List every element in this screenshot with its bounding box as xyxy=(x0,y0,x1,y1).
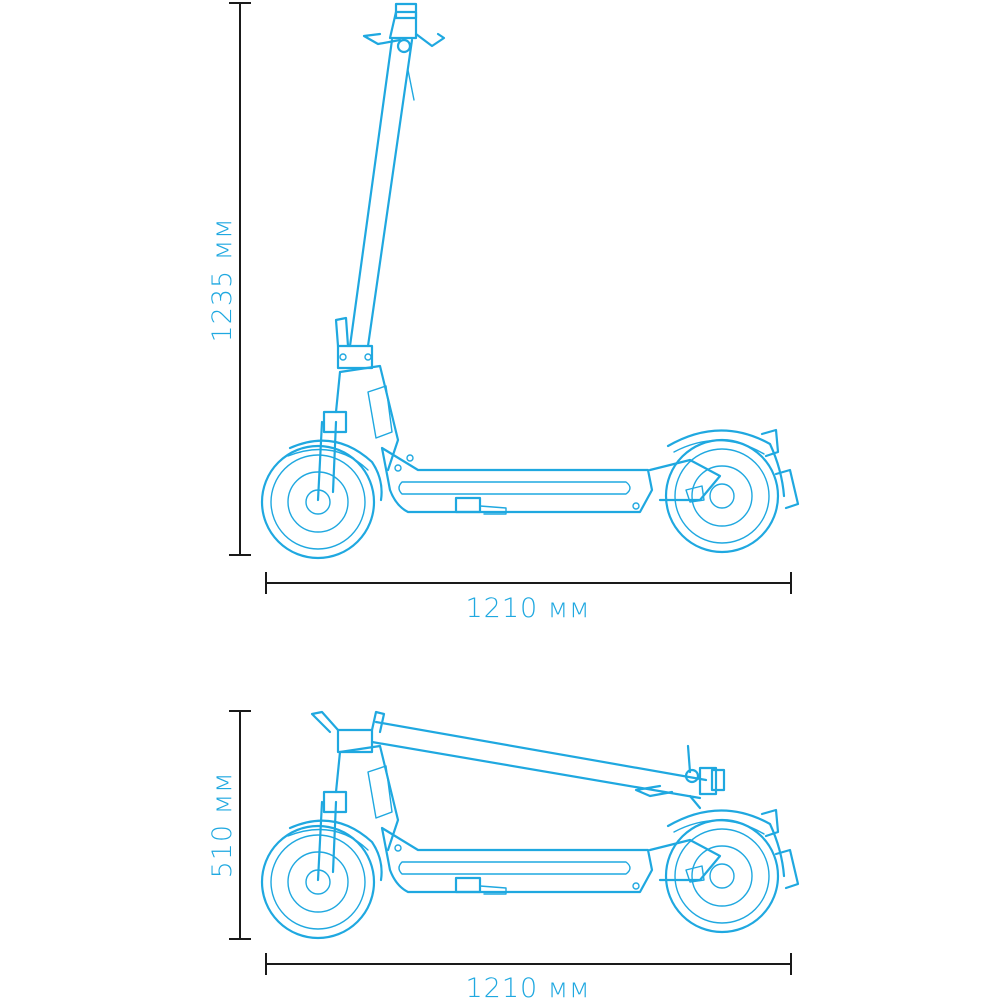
folded-length-dimension: 1210 мм xyxy=(265,953,792,1000)
scooter-folded-drawing xyxy=(260,710,800,940)
front-wheel-folded xyxy=(260,824,376,940)
unfolded-height-dimension: 1235 мм xyxy=(207,2,251,556)
scooter-unfolded-drawing xyxy=(260,2,800,560)
unfolded-height-label: 1235 мм xyxy=(207,217,238,342)
folded-height-label: 510 мм xyxy=(207,772,238,879)
deck-folded xyxy=(380,826,654,895)
rear-wheel-folded xyxy=(664,818,780,934)
folded-scooter-view: 510 мм 1210 мм xyxy=(207,710,800,1000)
folded-height-dimension: 510 мм xyxy=(207,710,251,940)
rear-wheel xyxy=(664,438,780,554)
unfolded-length-label: 1210 мм xyxy=(465,593,590,624)
unfolded-length-dimension: 1210 мм xyxy=(265,572,792,624)
deck xyxy=(380,446,654,515)
folded-length-label: 1210 мм xyxy=(465,973,590,1000)
unfolded-scooter-view: 1235 мм 1210 мм xyxy=(207,2,800,624)
front-wheel xyxy=(260,444,376,560)
